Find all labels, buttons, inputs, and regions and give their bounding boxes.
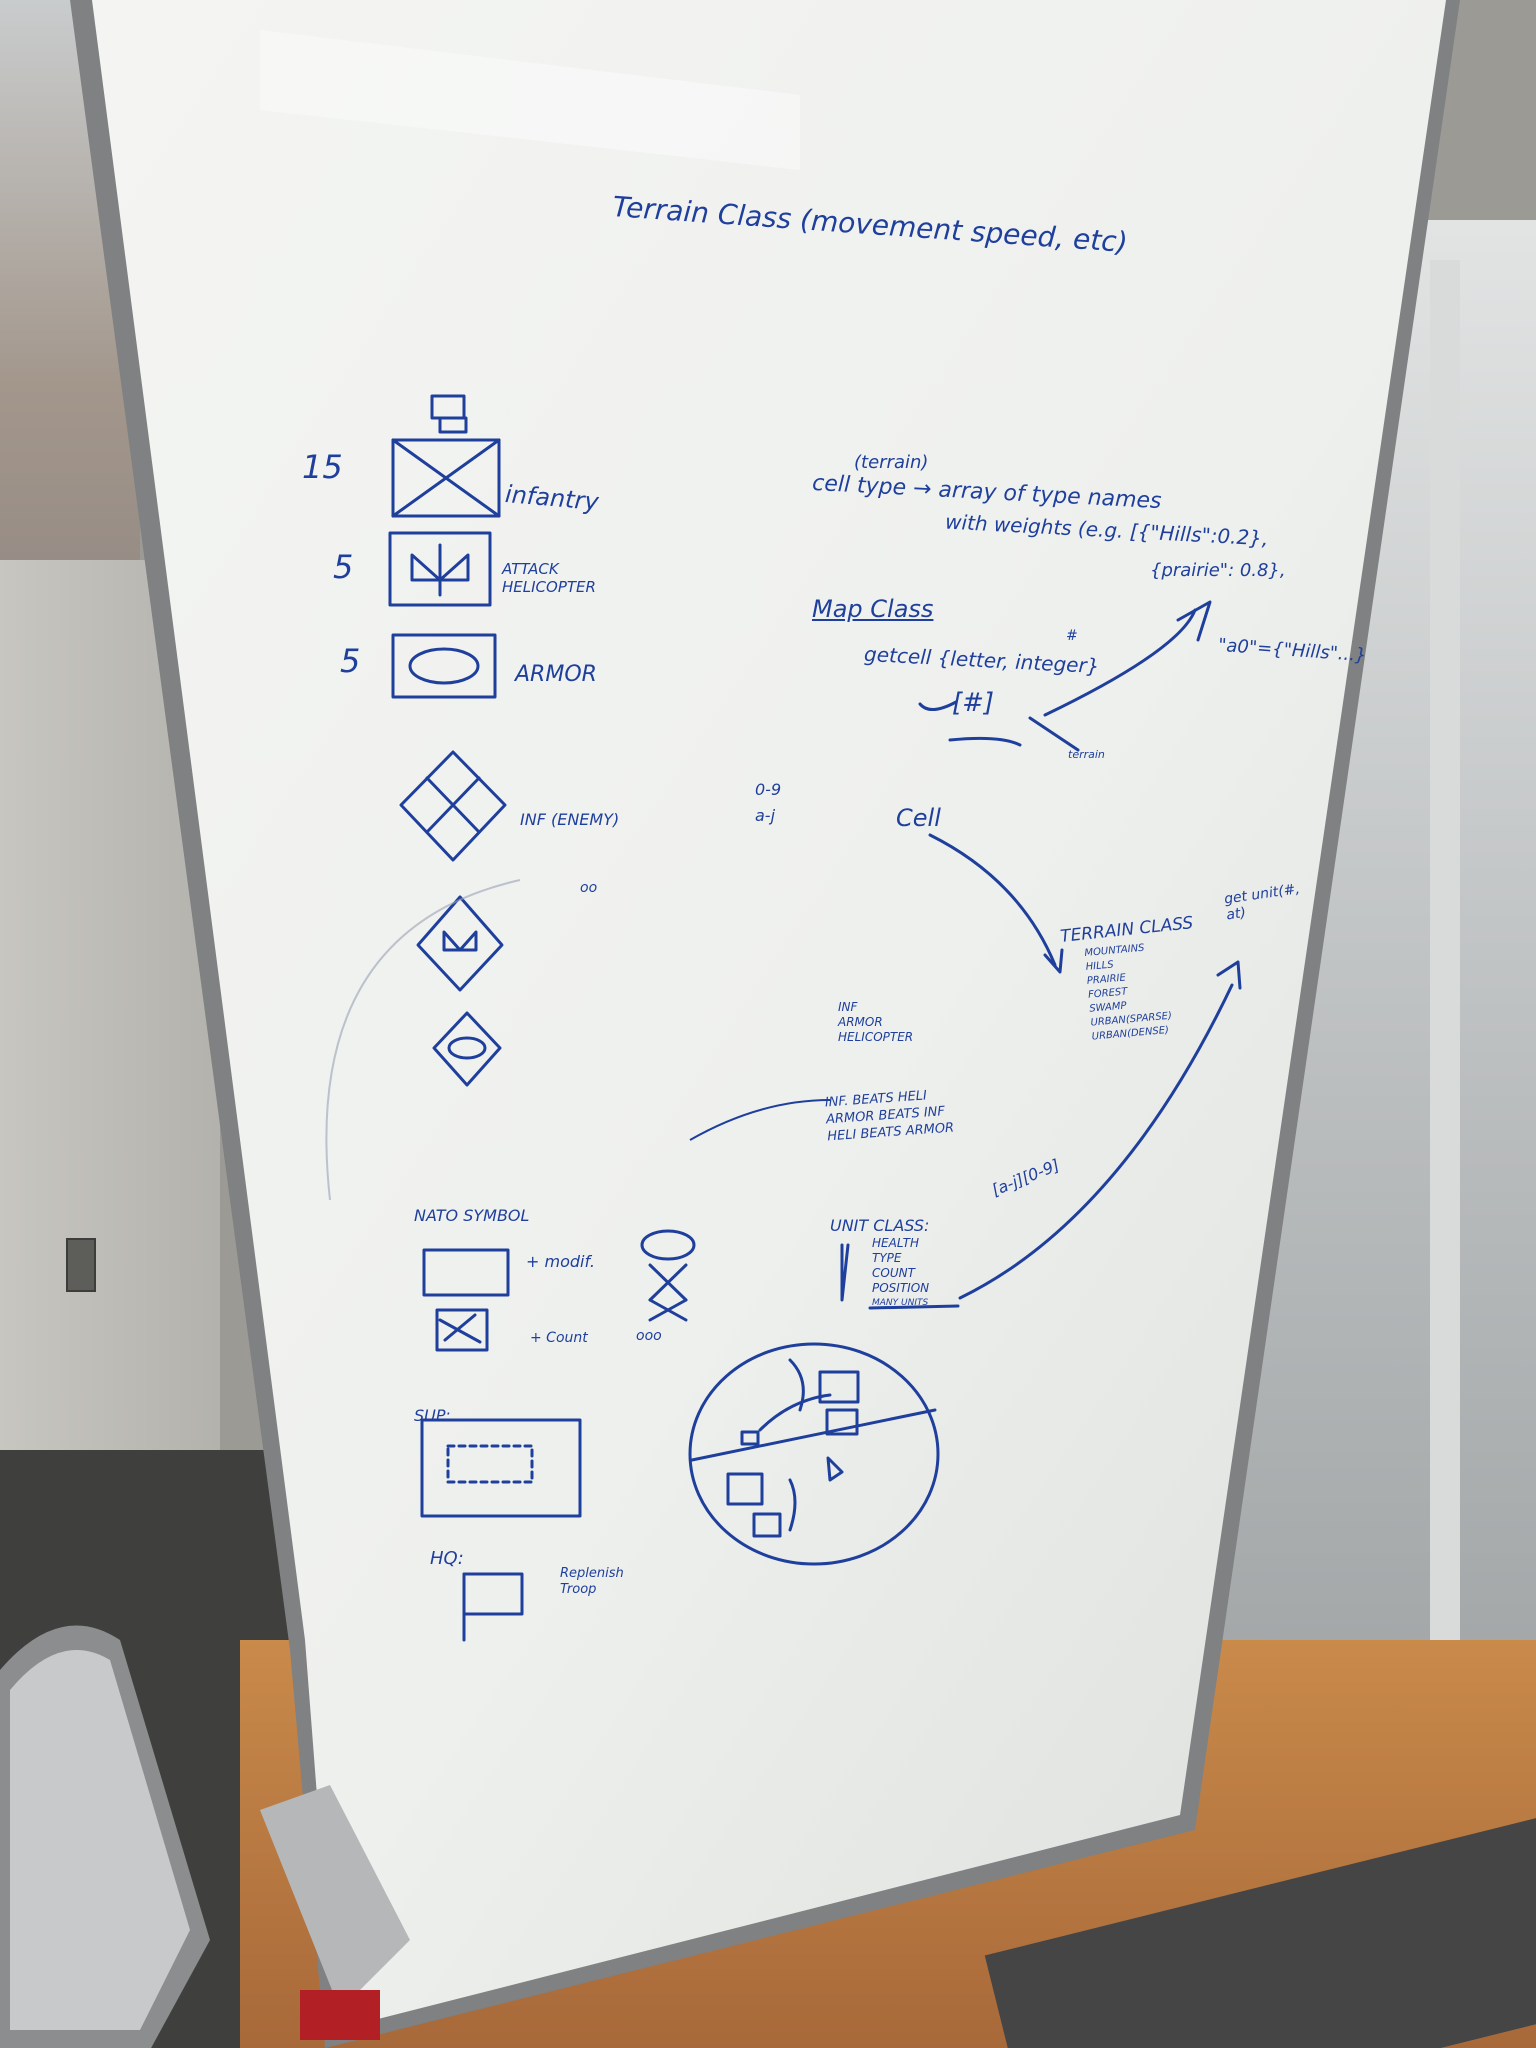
label-armor: ARMOR: [515, 662, 597, 687]
cell-type-annot: (terrain): [854, 452, 929, 473]
unit-field: HEALTH: [872, 1236, 920, 1250]
arrow-to-weights: [1043, 608, 1197, 717]
cell-type-line3: {prairie": 0.8},: [1150, 560, 1286, 581]
label-helicopter: ATTACK HELICOPTER: [502, 560, 596, 596]
armor-icon: [391, 633, 497, 699]
sup-label: SUP:: [414, 1406, 451, 1425]
unit-type-item: HELICOPTER: [838, 1030, 914, 1044]
arrow-cell-to-terrain: [928, 833, 1057, 967]
unit-field: COUNT: [872, 1266, 915, 1280]
count-armor: 5: [340, 642, 361, 680]
range-letters: a-j: [755, 806, 776, 825]
nato-dots: ooo: [636, 1328, 662, 1344]
beats-list: INF. BEATS HELI ARMOR BEATS INF HELI BEA…: [824, 1086, 954, 1146]
unit-field: TYPE: [872, 1251, 902, 1265]
count-infantry: 15: [302, 448, 343, 486]
enemy-dots: oo: [580, 880, 598, 896]
right-glass-frame: [1430, 260, 1460, 1760]
map-bracket: [#]: [952, 688, 995, 718]
map-hash: #: [1066, 628, 1078, 644]
map-small-note: terrain: [1068, 748, 1105, 761]
unit-type-item: ARMOR: [838, 1015, 883, 1029]
arrow-unit-to-terrain: [958, 983, 1234, 1300]
office-chair: [0, 1625, 410, 2048]
unit-field: POSITION: [872, 1281, 930, 1295]
mini-unit-icon: [430, 394, 466, 420]
enemy-armor-icon: [432, 1011, 502, 1087]
unit-type-list: INF ARMOR HELICOPTER: [838, 1000, 913, 1045]
unit-type-item: INF: [838, 1000, 858, 1014]
wall-outlet: [66, 1238, 96, 1292]
unit-field: MANY UNITS: [872, 1298, 929, 1308]
nato-rect-icon: [422, 1248, 510, 1297]
hq-note: Replenish Troop: [560, 1566, 624, 1597]
map-class-label: Map Class: [812, 595, 934, 623]
helicopter-icon: [388, 531, 492, 607]
nato-modifier: + modif.: [526, 1252, 595, 1271]
label-enemy-inf: INF (ENEMY): [520, 810, 620, 829]
nato-label: NATO SYMBOL: [414, 1206, 530, 1225]
cell-word: Cell: [896, 804, 941, 832]
infantry-icon: [391, 438, 501, 518]
nato-count: + Count: [530, 1330, 588, 1346]
range-digits: 0-9: [755, 780, 782, 799]
map-sketch-circle: [688, 1342, 940, 1566]
count-helicopter: 5: [333, 548, 354, 586]
hq-label: HQ:: [430, 1548, 464, 1569]
nato-ellipse-icon: [640, 1229, 696, 1261]
sup-icon: [420, 1418, 582, 1518]
terrain-list: MOUNTAINS HILLS PRAIRIE FOREST SWAMP URB…: [1084, 937, 1202, 1044]
unit-class-fields: HEALTH TYPE COUNT POSITION MANY UNITS: [872, 1236, 929, 1311]
unit-class-header: UNIT CLASS:: [830, 1216, 930, 1235]
enemy-helicopter-icon: [416, 895, 504, 992]
enemy-infantry-icon: [399, 750, 507, 862]
